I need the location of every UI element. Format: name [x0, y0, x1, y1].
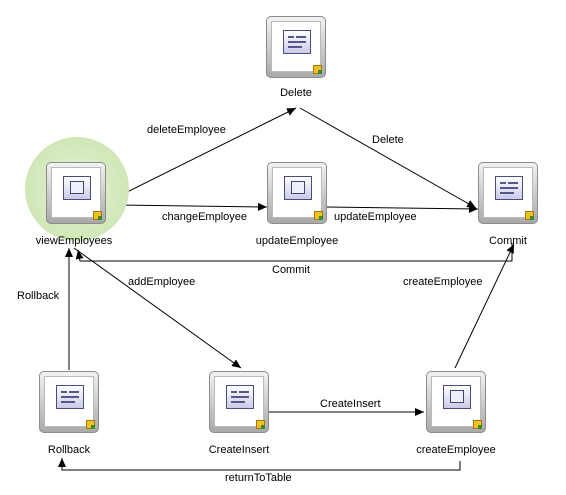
method-badge-icon	[93, 211, 102, 220]
action-icon	[56, 385, 84, 409]
edge-changeEmployee	[112, 202, 268, 211]
edge-label-updateEmployee: updateEmployee	[334, 211, 417, 223]
method-badge-icon	[473, 420, 482, 429]
edge-label-delete: Delete	[372, 134, 404, 146]
node-delete[interactable]	[266, 16, 326, 78]
method-badge-icon	[86, 420, 95, 429]
node-createEmployee[interactable]	[426, 371, 486, 433]
method-badge-icon	[314, 211, 323, 220]
action-icon	[283, 30, 311, 54]
view-page-icon	[443, 385, 471, 409]
edge-createEmployee	[454, 243, 515, 369]
node-label-updateEmployee: updateEmployee	[255, 235, 339, 247]
method-badge-icon	[525, 211, 534, 220]
edge-label-returnToTable: returnToTable	[225, 472, 292, 484]
node-rollback[interactable]	[39, 371, 99, 433]
view-page-icon	[284, 176, 312, 200]
edge-updateEmployee	[326, 204, 479, 213]
edge-label-deleteEmployee: deleteEmployee	[147, 124, 226, 136]
edge-label-rollback: Rollback	[17, 290, 60, 302]
node-updateEmployee[interactable]	[267, 162, 327, 224]
method-badge-icon	[313, 65, 322, 74]
edge-label-changeEmployee: changeEmployee	[162, 211, 248, 223]
action-icon	[226, 385, 254, 409]
node-createInsert[interactable]	[209, 371, 269, 433]
node-viewEmployees[interactable]	[46, 162, 106, 224]
node-label-commit: Commit	[489, 235, 527, 247]
method-badge-icon	[256, 420, 265, 429]
action-icon	[495, 176, 523, 200]
node-label-delete: Delete	[280, 87, 312, 99]
edge-addEmployee	[73, 247, 242, 369]
node-label-rollback: Rollback	[47, 444, 91, 456]
edge-delete	[299, 107, 477, 209]
view-page-icon	[63, 176, 91, 200]
edge-label-createEmployee: createEmployee	[403, 276, 483, 288]
node-commit[interactable]	[478, 162, 538, 224]
node-label-createInsert: CreateInsert	[208, 444, 270, 456]
edge-deleteEmployee	[112, 107, 297, 200]
node-label-viewEmployees: viewEmployees	[35, 235, 113, 247]
edge-label-createInsert: CreateInsert	[320, 398, 381, 410]
edge-label-commit: Commit	[272, 264, 310, 276]
node-label-createEmployee: createEmployee	[416, 444, 496, 456]
edge-label-addEmployee: addEmployee	[128, 276, 196, 288]
edge-returnToTable	[58, 458, 461, 471]
